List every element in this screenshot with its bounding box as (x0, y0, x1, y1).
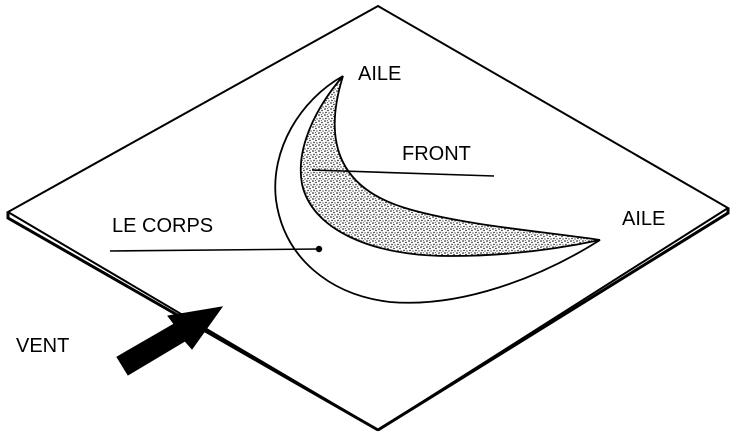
wind-arrow (117, 307, 222, 375)
label-wing-top: AILE (358, 63, 401, 85)
label-wind: VENT (16, 335, 69, 357)
label-body: LE CORPS (112, 215, 213, 237)
body-leader-dot (316, 246, 322, 252)
label-wing-right: AILE (622, 208, 665, 230)
label-front: FRONT (402, 143, 471, 165)
